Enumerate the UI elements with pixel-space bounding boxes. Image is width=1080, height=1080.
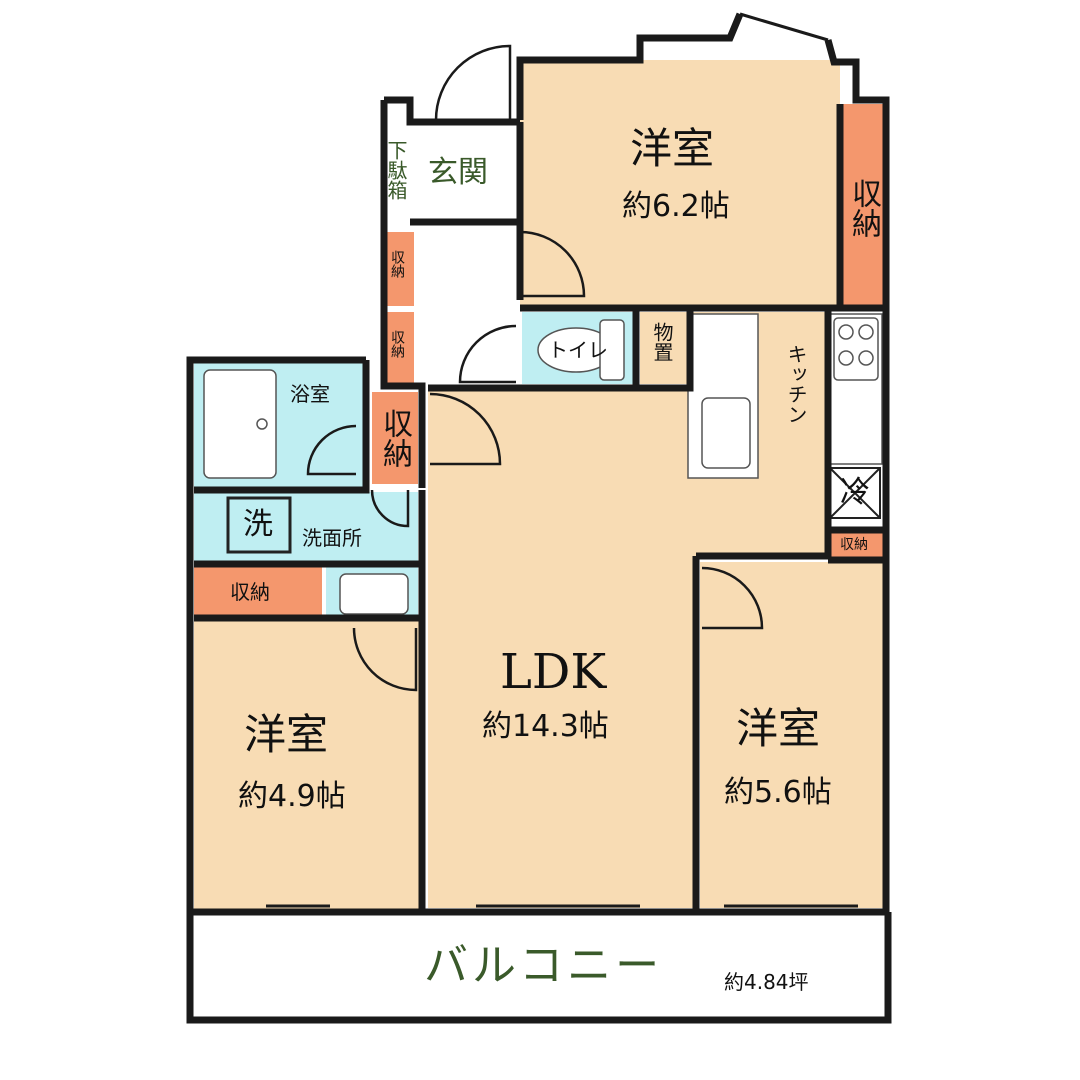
burner-4 xyxy=(858,350,874,366)
wall-bath xyxy=(194,360,370,494)
fridge-label: 冷 xyxy=(840,475,870,510)
hall-storage-1-area xyxy=(384,232,414,306)
entrance-area xyxy=(412,122,518,220)
hall-storage-2-area xyxy=(384,312,414,384)
wall-wash xyxy=(194,490,426,910)
bath-door-swing xyxy=(306,424,357,476)
burner-1 xyxy=(838,324,854,340)
hall-storage-3-label: 収納 xyxy=(377,408,412,468)
storage-top-right-label: 収納 xyxy=(846,178,881,238)
western-room-top-name: 洋室 xyxy=(630,124,715,173)
hall-storage-3-area xyxy=(372,392,418,484)
wall-hall-left xyxy=(380,100,426,488)
storage-left-area xyxy=(194,566,322,618)
burner-2 xyxy=(858,324,874,340)
storeroom-label: 物置 xyxy=(650,322,674,362)
washer-label: 洗 xyxy=(243,507,273,542)
left-room-door-swing xyxy=(352,627,418,692)
outer-wall-left xyxy=(186,96,520,912)
western-room-left-area xyxy=(194,620,420,910)
bathroom-label: 浴室 xyxy=(290,382,330,406)
wash-door-swing xyxy=(370,489,410,528)
balcony-area-label: 約4.84坪 xyxy=(724,970,809,994)
kitchen-sink xyxy=(701,397,751,469)
toilet-tank xyxy=(599,319,625,381)
ldk-name: LDK xyxy=(500,644,607,700)
entrance-label: 玄関 xyxy=(428,155,488,190)
western-room-left-size: 約4.9帖 xyxy=(238,779,346,814)
western-room-right-name: 洋室 xyxy=(736,704,821,753)
bathtub xyxy=(203,369,277,479)
storeroom-area xyxy=(640,312,690,384)
entrance-door-swing xyxy=(434,44,512,121)
window-top xyxy=(739,12,829,42)
burner-3 xyxy=(838,350,854,366)
right-room-door-swing xyxy=(701,566,764,630)
balcony-area xyxy=(190,912,888,1020)
wash-basin xyxy=(339,573,409,615)
hall-storage-2-label: 収納 xyxy=(389,330,405,358)
kitchen-label: キッチン xyxy=(784,344,808,424)
western-room-left-name: 洋室 xyxy=(244,710,329,759)
ldk-door-swing xyxy=(429,392,502,466)
outer-wall xyxy=(516,12,890,912)
washer-box xyxy=(226,496,292,554)
wall-toilet xyxy=(428,310,694,392)
wall-right-room xyxy=(692,310,886,910)
storage-kitchen-small-label: 収納 xyxy=(840,537,868,553)
storage-kitchen-small-area xyxy=(828,532,884,560)
bathtub-drain xyxy=(256,418,268,430)
washroom-label: 洗面所 xyxy=(302,526,362,550)
western-room-right-area xyxy=(700,562,884,908)
western-room-top-area xyxy=(520,60,840,308)
toilet-door-swing xyxy=(458,324,517,384)
western-room-right-size: 約5.6帖 xyxy=(724,775,832,810)
storage-top-right-area xyxy=(842,104,884,306)
top-room-door-swing xyxy=(519,230,586,298)
shoe-box-label: 下駄箱 xyxy=(384,140,408,200)
storage-left-label: 収納 xyxy=(230,580,270,604)
wall-top-room-bottom xyxy=(516,122,886,312)
toilet-label: トイレ xyxy=(548,338,608,362)
western-room-top-size: 約6.2帖 xyxy=(622,189,730,224)
fridge-cross-2 xyxy=(829,467,881,519)
hall-storage-1-label: 収納 xyxy=(389,250,405,278)
balcony-wall xyxy=(186,912,892,1024)
balcony-label: バルコニー xyxy=(424,940,664,991)
ldk-size: 約14.3帖 xyxy=(482,709,609,744)
